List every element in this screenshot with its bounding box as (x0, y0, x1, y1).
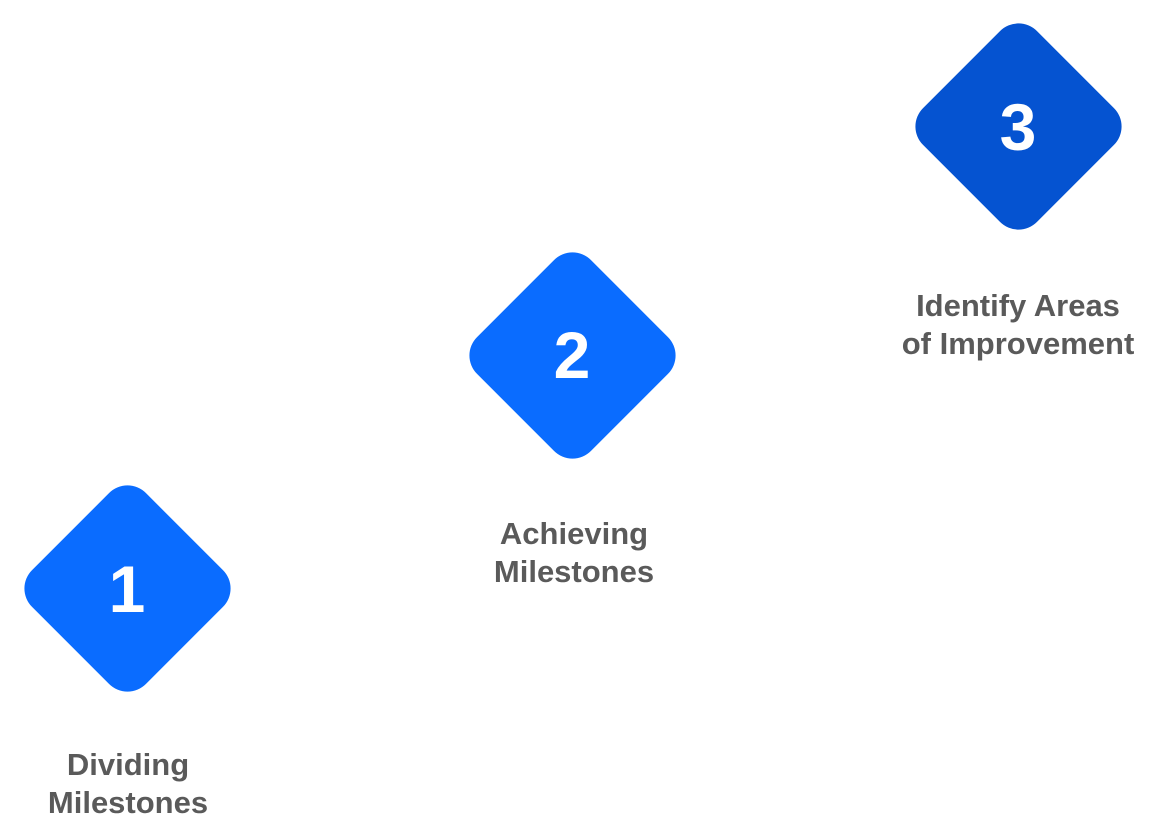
step-3-label: Identify Areas of Improvement (868, 287, 1161, 363)
step-1-label: Dividing Milestones (0, 746, 278, 822)
step-2-label-line2: Milestones (493, 554, 655, 589)
step-2-number: 2 (553, 318, 591, 392)
step-2-label: Achieving Milestones (424, 515, 724, 591)
step-3-label-line1: Identify Areas (916, 288, 1120, 323)
step-1-label-line1: Dividing (66, 747, 190, 782)
step-2-label-line1: Achieving (499, 516, 649, 551)
step-3-number: 3 (999, 90, 1037, 164)
step-1-number: 1 (108, 552, 146, 626)
step-3-label-line2: of Improvement (901, 326, 1135, 361)
step-1-label-line2: Milestones (47, 785, 209, 820)
